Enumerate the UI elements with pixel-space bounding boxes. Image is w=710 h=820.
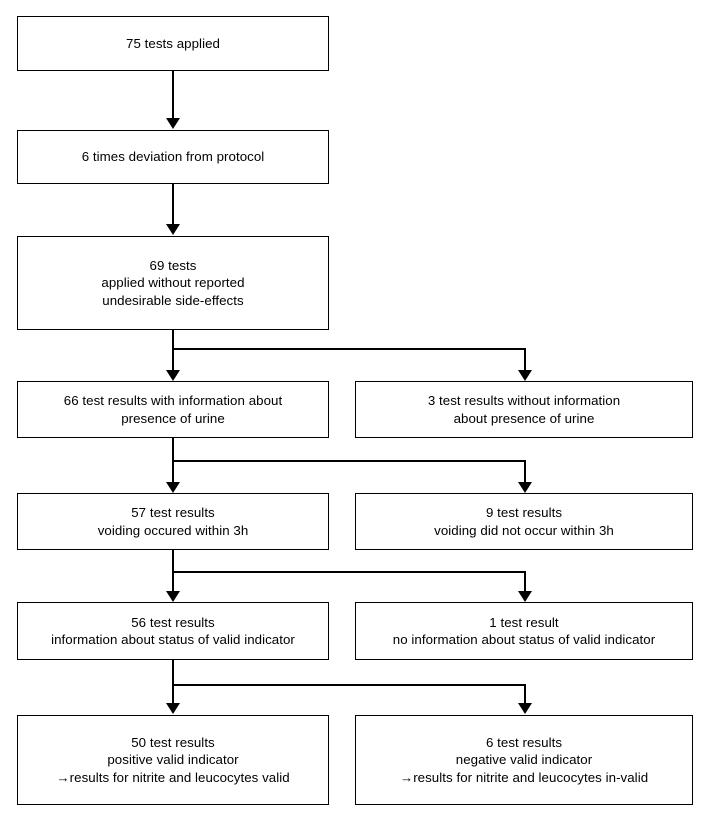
connector-1-to-2 [172, 71, 174, 119]
connector-2-to-3 [172, 184, 174, 225]
connector-3-branch-horizontal [172, 348, 526, 350]
node-label: 75 tests applied [126, 35, 220, 51]
connector-4-to-right [524, 460, 526, 486]
node-label: 56 test results information about status… [51, 614, 295, 648]
connector-3-to-right [524, 348, 526, 378]
connector-5-branch-horizontal [172, 571, 526, 573]
node-56-test-results-info-valid-indicator: 56 test results information about status… [17, 602, 329, 660]
node-label: 9 test results voiding did not occur wit… [434, 505, 614, 538]
node-6-test-results-negative-valid-indicator: 6 test results negative valid indicator … [355, 715, 693, 805]
node-label: 69 tests applied without reported undesi… [101, 257, 245, 308]
arrowhead-5-to-right [518, 591, 532, 602]
arrowhead-1-to-2 [166, 118, 180, 129]
node-label: 50 test results positive valid indicator… [56, 734, 290, 785]
node-50-test-results-positive-valid-indicator: 50 test results positive valid indicator… [17, 715, 329, 805]
arrowhead-3-to-left [166, 370, 180, 381]
arrowhead-6-to-right [518, 703, 532, 714]
node-69-tests-no-side-effects: 69 tests applied without reported undesi… [17, 236, 329, 330]
node-label: 66 test results with information about p… [63, 393, 283, 426]
node-3-test-results-without-info: 3 test results without information about… [355, 381, 693, 438]
node-label: 6 times deviation from protocol [81, 149, 265, 165]
arrowhead-3-to-right [518, 370, 532, 381]
arrowhead-4-to-left [166, 482, 180, 493]
arrowhead-5-to-left [166, 591, 180, 602]
node-9-test-results-voiding-not-occur: 9 test results voiding did not occur wit… [355, 493, 693, 550]
node-6-times-deviation: 6 times deviation from protocol [17, 130, 329, 184]
connector-4-stem [172, 438, 174, 486]
connector-6-branch-horizontal [172, 684, 526, 686]
node-label: 1 test result no information about statu… [392, 614, 656, 648]
connector-3-stem [172, 330, 174, 378]
connector-5-stem [172, 550, 174, 598]
connector-4-branch-horizontal [172, 460, 526, 462]
node-label: 57 test results voiding occured within 3… [97, 505, 249, 538]
node-1-test-result-no-info-valid-indicator: 1 test result no information about statu… [355, 602, 693, 660]
node-66-test-results-with-info: 66 test results with information about p… [17, 381, 329, 438]
node-label: 6 test results negative valid indicator … [399, 734, 649, 785]
arrowhead-2-to-3 [166, 224, 180, 235]
arrowhead-6-to-left [166, 703, 180, 714]
node-57-test-results-voiding-occured: 57 test results voiding occured within 3… [17, 493, 329, 550]
connector-5-to-right [524, 571, 526, 598]
arrowhead-4-to-right [518, 482, 532, 493]
connector-6-to-right [524, 684, 526, 710]
node-label: 3 test results without information about… [427, 393, 621, 426]
node-75-tests-applied: 75 tests applied [17, 16, 329, 71]
